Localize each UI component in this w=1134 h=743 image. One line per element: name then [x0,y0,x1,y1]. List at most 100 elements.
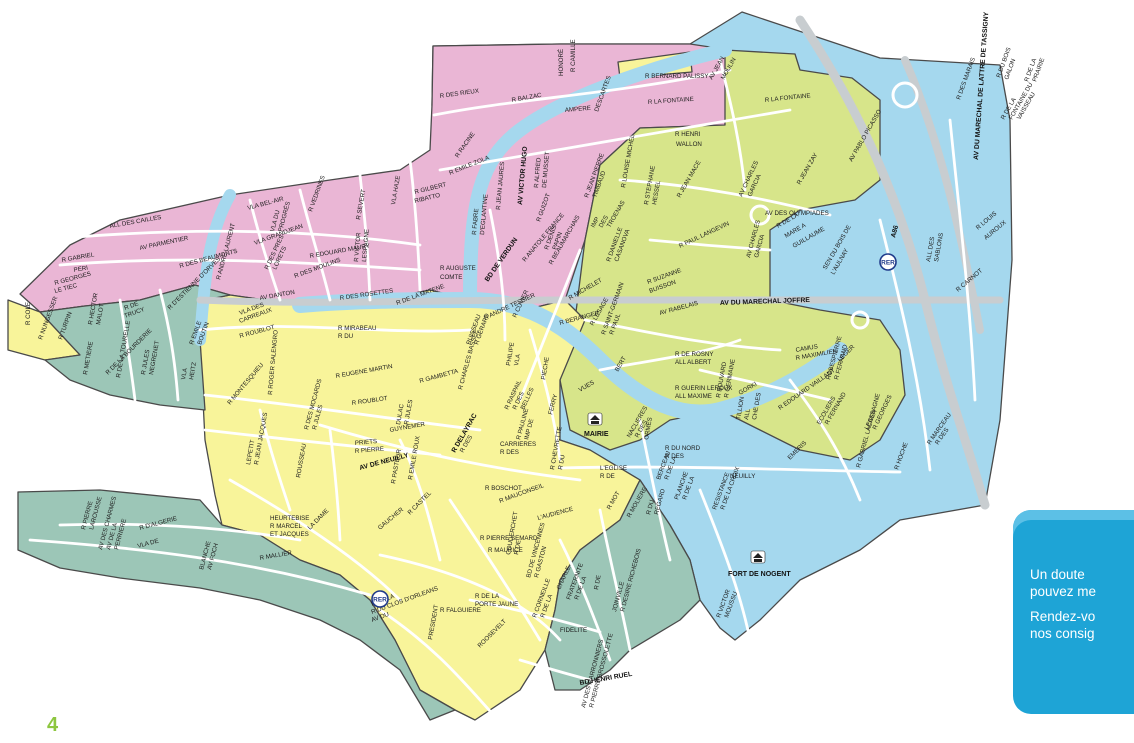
rer-label: RER [373,597,387,604]
page-number: 4 [47,714,59,736]
street-label: DULAC [395,403,406,425]
info-line-3: Rendez-vo [1030,609,1096,624]
street-label: R HENRI [675,131,701,138]
info-line-1: Un doute [1030,567,1085,582]
river-west [194,189,236,346]
street-label: R FALGUIERE [440,607,481,614]
street-label: CAMUS [795,343,818,354]
roundabout-joffre [850,310,870,330]
rer-label: RER [881,260,895,267]
street-label: R LA FONTAINE [648,96,694,106]
street-label: HESSEL [651,180,662,206]
street-label: MALOT [95,303,106,325]
street-label: CHE DES [751,392,763,420]
road-network [28,58,977,724]
highway-a86 [795,15,990,510]
street-label: LESPAGNE [361,229,371,262]
roundabouts [749,81,919,330]
zone-teal-west [39,284,231,411]
street-label: PERI [73,265,89,274]
street-label: R PIERRE [355,445,385,455]
poi-fort[interactable]: FORT DE NOGENT [728,550,791,578]
street-label: HEITZ [188,361,198,380]
info-line-4: nos consig [1030,626,1095,641]
rer-station-south[interactable]: RER [371,590,389,608]
street-label: R JEAN JAURES [495,162,506,211]
street-label: R DE [123,300,139,312]
street-label: R DE ROSNY [675,351,714,358]
street-label: R DE [513,540,522,556]
street-label: LEPETIT [245,439,256,465]
street-label: R VICTOR [353,232,363,262]
rer-icon [879,253,897,271]
info-text-2: Rendez-vo nos consig [1013,608,1095,642]
street-label: HONORÉ [558,49,565,76]
street-label: R DU NORD [665,445,701,452]
street-label: R AUGUSTE [440,265,476,272]
street-label: R LA FONTAINE [764,92,810,104]
street-label: R COLE [25,302,32,325]
street-label: TILLION [735,396,746,420]
street-label: VLA [513,353,522,367]
street-label: R PIERRE SEMARD [480,535,538,542]
street-label: R DE [600,473,615,480]
street-label: PHILIPE [505,342,516,367]
street-label: ALL ALBERT [675,359,711,366]
street-label: R DE LA [475,593,500,600]
street-label: R DES [665,453,684,460]
street-label: R DES [500,449,519,456]
street-label: D'EGLANTINE [479,194,490,235]
street-label: R CAMILLE [570,39,577,72]
street-label: CARRIERES [500,441,536,448]
street-label: R DU [645,499,656,515]
street-label: R GUERIN LEROUX [675,385,732,392]
street-label: R ALFRED [533,157,543,188]
street-label: A86 [890,224,900,238]
street-label: R MIRABEAU [338,325,377,332]
street-label: NEUILLY [730,473,755,480]
poi-mairie[interactable]: MAIRIE [584,412,609,438]
street-label: ALL [743,408,752,421]
street-label: R MARCEL [270,523,303,530]
street-label: R BERNARD PALISSY [645,73,709,80]
street-label: R FABRE [471,208,480,235]
street-label: HEURTEBISE [270,515,309,522]
street-label: PRIETS [355,438,378,447]
street-label: DE MUSSET [541,151,551,188]
street-label: R BOSCHOT [485,485,522,492]
street-label: SABLONS [933,232,945,262]
street-label: R MAURICE [488,547,523,554]
street-label: PIECHE [540,356,551,380]
street-label: ET JACQUES [270,531,309,538]
poi-fort-label: FORT DE NOGENT [728,571,791,578]
river-north [463,43,732,307]
street-label: R DE [593,575,602,591]
highway-joffre [196,296,1004,306]
street-label: FIDELITE [560,627,587,634]
street-label: COMTE [440,274,462,281]
zone-teal-southeast [544,479,701,691]
rer-station-east[interactable]: RER [879,253,897,271]
street-label: AMPERE [565,105,592,114]
street-label: R DU [557,454,567,470]
roundabout-olympiades [749,204,771,226]
street-label: PORTE JAUNE [475,601,518,608]
street-label: R JULES [403,399,414,425]
street-label: AV DU MARECHAL JOFFRE [720,297,811,307]
street-label: ALL DES [925,236,936,262]
street-label: R DU [338,333,353,340]
street-label: AV DES OLYMPIADES [765,210,829,217]
roundabout-north [891,81,919,109]
info-text-1: Un doute pouvez me [1013,566,1096,600]
street-label: IMP [590,216,602,229]
street-label: ALL MAXIME [675,393,712,400]
street-label: VLA [180,367,189,381]
street-label: R ROUBLOT [351,395,388,407]
street-label: R JULES [140,349,151,375]
info-line-2: pouvez me [1030,584,1097,599]
info-box: Un doute pouvez me Rendez-vo nos consig [1013,510,1134,714]
rer-icon [371,590,389,608]
poi-mairie-label: MAIRIE [584,431,609,438]
street-label: WALLON [676,141,702,148]
